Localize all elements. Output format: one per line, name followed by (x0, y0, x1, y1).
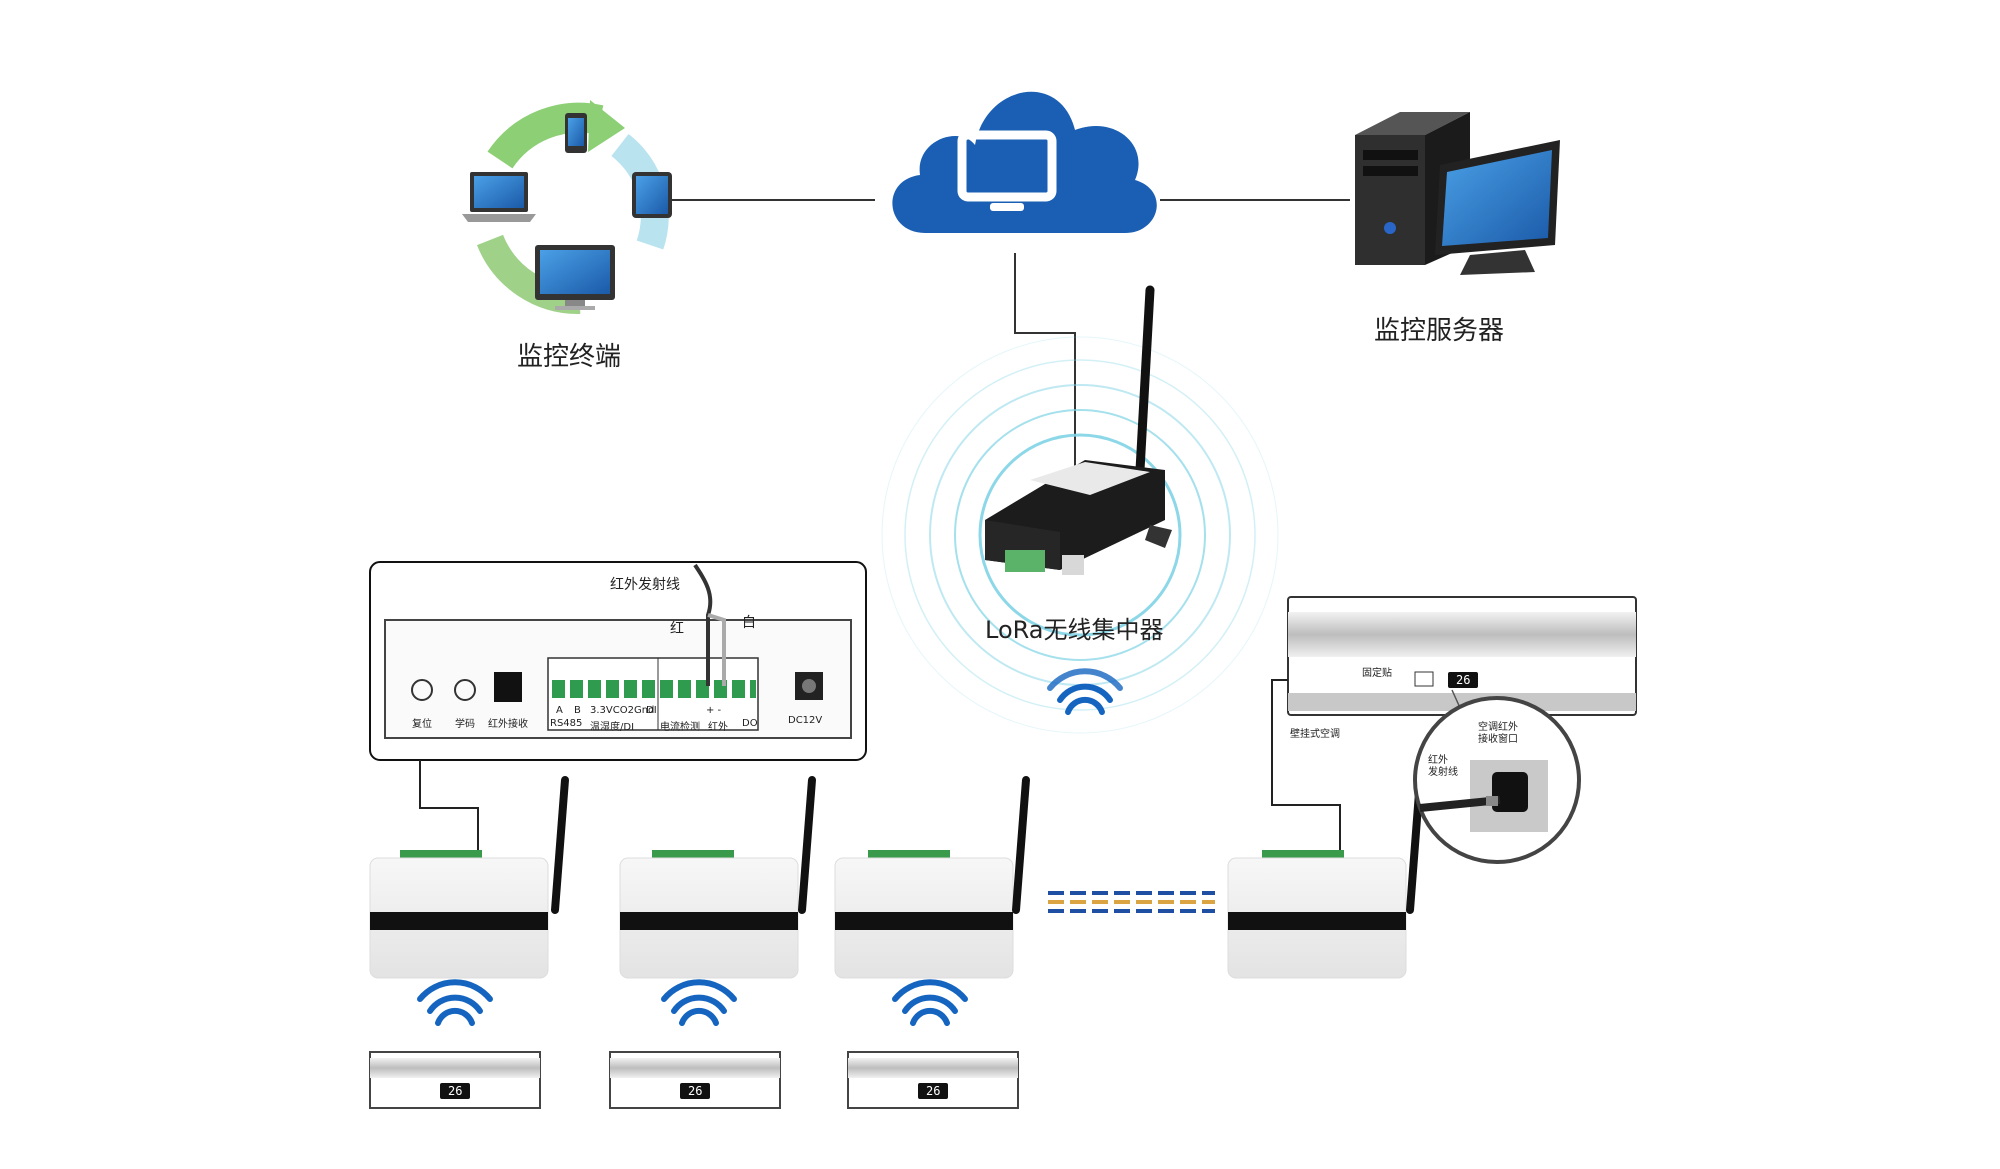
cloud-hub-link (1014, 253, 1076, 480)
ac-unit-1 (369, 1051, 541, 1109)
node-device-2 (619, 776, 816, 979)
panel-reset-label: 复位 (412, 719, 432, 730)
phone-icon (565, 113, 587, 153)
panel-pins-th: 3.3VCO2Gnd (590, 705, 655, 716)
ac-unit-3 (847, 1051, 1019, 1109)
wall-ac-label: 壁挂式空调 (1290, 729, 1340, 740)
node-devices (369, 776, 1424, 979)
panel-do-label: DO (742, 718, 758, 729)
ac-unit-1-display: 26 (440, 1083, 471, 1099)
wifi-signal-icons (417, 668, 1123, 1026)
wifi-signal-icon (417, 979, 493, 1026)
tablet-icon (632, 172, 672, 218)
node-device-1 (369, 776, 569, 979)
panel-pins-di: DI (646, 705, 657, 716)
laptop-icon (462, 172, 536, 222)
ac-unit-2 (609, 1051, 781, 1109)
panel-current-detect-label: 电流检测 (660, 722, 700, 733)
lora-hub-device (985, 285, 1172, 575)
lora-hub-label: LoRa无线集中器 (985, 616, 1164, 644)
ir-emitter-line-label: 红外发射线 (610, 577, 680, 593)
wall-ac-display: 26 (1448, 672, 1479, 688)
connection-lines (670, 199, 1350, 480)
ac-unit-2-display: 26 (680, 1083, 711, 1099)
wifi-signal-icon (1047, 668, 1123, 715)
ac-unit-3-display: 26 (918, 1083, 949, 1099)
wire-white-label: 白 (742, 615, 756, 631)
wifi-signal-icon (661, 979, 737, 1026)
detail-panel (369, 561, 867, 850)
wifi-signal-icon (892, 979, 968, 1026)
panel-ir-receive-label: 红外接收 (488, 719, 528, 730)
ellipsis-connector (1048, 891, 1215, 913)
ac-ir-window-label: 空调红外 接收窗口 (1478, 722, 1518, 745)
panel-temp-humidity-label: 温湿度/DI (590, 722, 635, 733)
panel-infrared-label: 红外 (708, 722, 728, 733)
panel-rs485-label: RS485 (550, 718, 583, 729)
monitor-terminal-label: 监控终端 (517, 342, 622, 372)
panel-pins-ir: + - (706, 705, 722, 716)
panel-ab-b: B (574, 705, 581, 716)
cloud-monitor-icon (892, 91, 1157, 233)
panel-ab-a: A (556, 705, 563, 716)
zoom-circle (1413, 696, 1581, 864)
panel-learn-label: 学码 (455, 719, 475, 730)
bottom-ac-units (369, 1051, 1019, 1109)
monitor-server-label: 监控服务器 (1374, 316, 1505, 346)
antenna-icon (1135, 285, 1155, 475)
panel-dc12v-label: DC12V (788, 715, 823, 726)
node-device-3 (834, 776, 1030, 979)
desktop-computer-icon (1355, 112, 1560, 275)
wire-red-label: 红 (670, 621, 684, 637)
imac-icon (535, 245, 615, 310)
wall-ac (1271, 596, 1637, 850)
fixed-sticker-label: 固定贴 (1362, 668, 1392, 679)
terminal-cluster (462, 100, 672, 314)
node-device-4 (1227, 776, 1424, 979)
ir-emitter-zoom-label: 红外 发射线 (1428, 755, 1458, 778)
